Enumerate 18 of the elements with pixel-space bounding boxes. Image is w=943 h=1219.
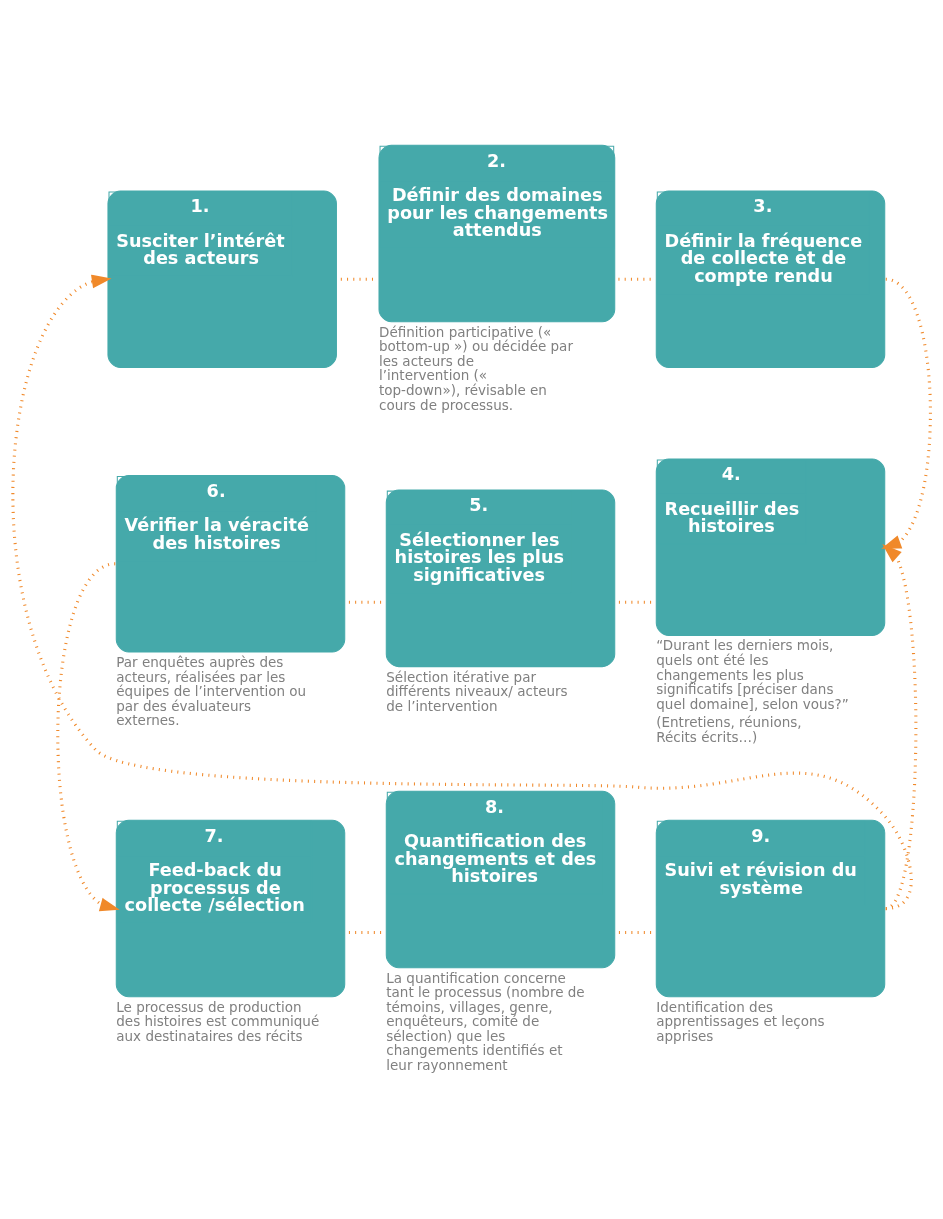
connector [618, 930, 653, 934]
arrow [882, 544, 918, 910]
node-label: Le processus de production des histoires est communiqué aux destinataires des récits [116, 998, 320, 1044]
node-label: Définition participative (« bottom-up ») ou décidée par les acteurs de l’intervention (« top-down»), révisable en cours de processus. [379, 323, 573, 413]
node-label: Sélection itérative par différents niveaux/ acteurs de l’intervention [386, 668, 568, 714]
node-label: Identification des apprentissages et leçons apprises [656, 998, 825, 1044]
arrow [881, 277, 932, 549]
connector [618, 600, 653, 604]
node-label: (Entretiens, réunions, Récits écrits…) [656, 714, 802, 745]
node-label: La quantification concerne tant le processus (nombre de témoins, villages, genre, enquêteurs, comité de sélection) que les changements identifiés et leur rayonnement [386, 969, 585, 1073]
connector [348, 930, 383, 934]
connector [340, 277, 375, 281]
node-label: Par enquêtes auprès des acteurs, réalisées par les équipes de l’intervention ou par des évaluateurs externes. [116, 654, 307, 729]
arrow [11, 274, 913, 911]
arrow [56, 562, 120, 912]
connector [618, 277, 652, 281]
connector [348, 600, 383, 604]
node-label: “Durant les derniers mois, quels ont été les changements les plus significatifs [préciser dans quel domaine], selon vous?” [656, 637, 849, 712]
